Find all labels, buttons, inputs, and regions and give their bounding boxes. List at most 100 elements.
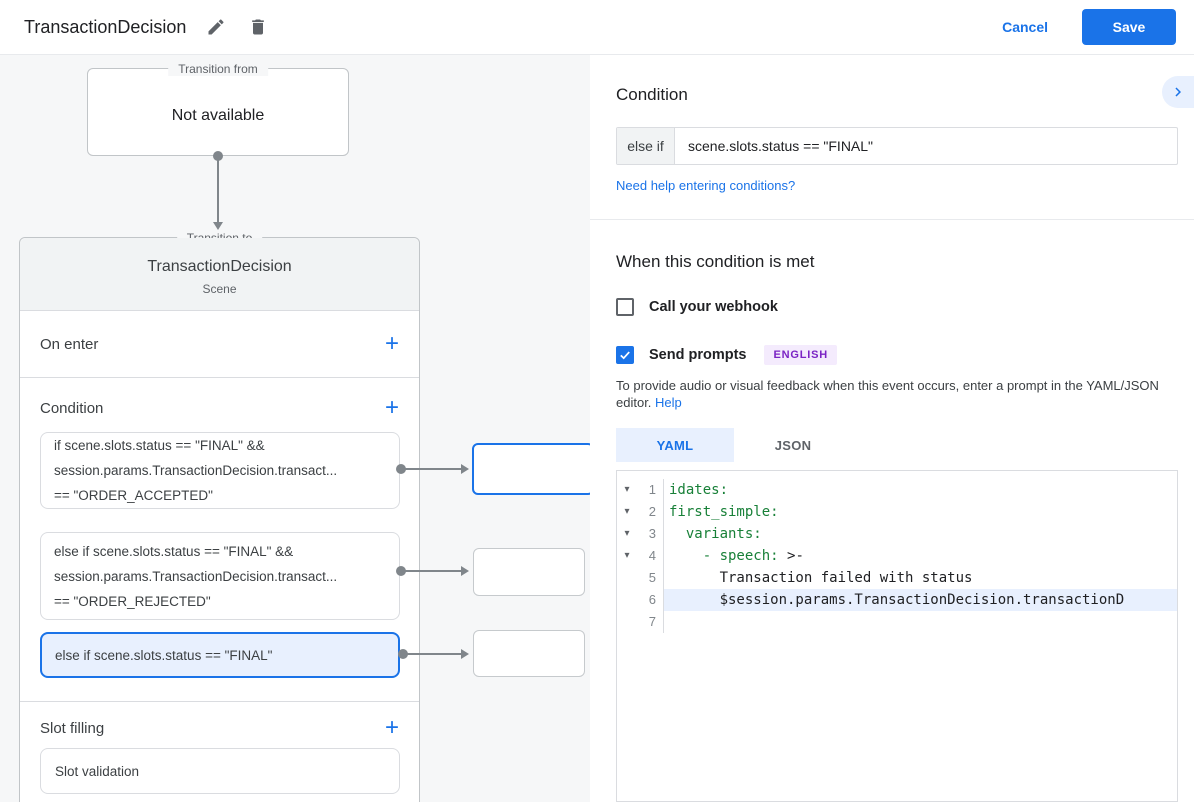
top-bar: TransactionDecision Cancel Save [0, 0, 1194, 55]
code-line[interactable]: variants: [663, 523, 1177, 545]
transition-target-node[interactable] [473, 548, 585, 596]
condition-card[interactable]: else if scene.slots.status == "FINAL" [40, 632, 400, 678]
tab-yaml[interactable]: YAML [616, 428, 734, 462]
yaml-text-token [669, 548, 703, 564]
line-number: 5 [648, 570, 656, 585]
condition-expression-value[interactable]: scene.slots.status == "FINAL" [688, 138, 874, 154]
when-condition-heading: When this condition is met [616, 252, 815, 271]
yaml-text-token: $session.params.TransactionDecision.tran… [669, 592, 1125, 608]
arrow-down-icon [213, 222, 223, 230]
collapse-panel-button[interactable] [1162, 76, 1194, 108]
help-link[interactable]: Help [655, 395, 682, 410]
condition-expression-field[interactable]: else if scene.slots.status == "FINAL" [616, 127, 1178, 165]
editor-tabs: YAML JSON [616, 428, 1178, 462]
yaml-key-token: speech: [719, 548, 779, 564]
add-on-enter-button[interactable]: + [384, 330, 399, 357]
code-line[interactable]: first_simple: [663, 501, 1177, 523]
slot-validation-card[interactable]: Slot validation [40, 748, 400, 794]
transition-from-box: Transition from Not available [87, 62, 349, 156]
condition-card-line: if scene.slots.status == "FINAL" && [54, 438, 265, 453]
connector-dot [396, 566, 406, 576]
connector-line [217, 156, 219, 222]
transition-to-box: Transition to TransactionDecision Scene … [19, 231, 420, 802]
slot-filling-label: Slot filling [40, 719, 105, 737]
condition-card-line: == "ORDER_ACCEPTED" [54, 488, 213, 503]
send-prompts-row: Send prompts ENGLISH [616, 345, 1178, 365]
fold-toggle-icon[interactable]: ▾ [624, 484, 630, 495]
on-enter-row[interactable]: On enter + [20, 311, 419, 378]
connector-line [405, 570, 461, 572]
page-title: TransactionDecision [24, 16, 187, 37]
prompt-description: To provide audio or visual feedback when… [616, 377, 1182, 411]
editor-line: 6 $session.params.TransactionDecision.tr… [617, 589, 1177, 611]
code-line[interactable] [663, 611, 1177, 633]
scene-name: TransactionDecision [147, 258, 292, 275]
line-number: 1 [648, 482, 656, 497]
chevron-right-icon [1175, 87, 1181, 97]
arrow-right-icon [461, 649, 469, 659]
condition-section-label: Condition [40, 399, 104, 417]
tab-json[interactable]: JSON [774, 437, 812, 453]
code-line[interactable]: $session.params.TransactionDecision.tran… [663, 589, 1177, 611]
check-icon [620, 351, 630, 360]
connector-dot [396, 464, 406, 474]
webhook-row: Call your webhook [616, 298, 1178, 316]
condition-section-row: Condition + [20, 392, 419, 424]
condition-card-line: else if scene.slots.status == "FINAL" && [54, 543, 294, 559]
line-number: 4 [648, 548, 656, 563]
slot-filling-row: Slot filling + [20, 712, 419, 744]
editor-line: ▾ 1 idates: [617, 479, 1177, 501]
add-condition-button[interactable]: + [384, 394, 399, 421]
editor-line: ▾ 4 - speech: >- [617, 545, 1177, 567]
connector-dot [398, 649, 408, 659]
fold-toggle-icon[interactable]: ▾ [624, 528, 630, 539]
arrow-right-icon [461, 464, 469, 474]
divider [20, 701, 419, 702]
prompt-description-text: To provide audio or visual feedback when… [616, 378, 1159, 410]
condition-prefix: else if [617, 128, 675, 164]
delete-scene-button[interactable] [246, 15, 270, 39]
yaml-text-token: >- [778, 548, 804, 564]
cancel-button[interactable]: Cancel [1002, 19, 1048, 35]
scene-header: TransactionDecision Scene [20, 238, 419, 311]
line-number: 3 [648, 526, 656, 541]
pencil-icon [208, 19, 224, 35]
condition-heading: Condition [616, 85, 688, 104]
condition-card[interactable]: if scene.slots.status == "FINAL" && sessi… [40, 432, 400, 509]
yaml-key-token: - [702, 548, 720, 564]
transition-target-node[interactable] [472, 443, 594, 495]
add-slot-button[interactable]: + [384, 714, 399, 741]
call-webhook-checkbox[interactable] [616, 298, 634, 316]
condition-card-line: else if scene.slots.status == "FINAL" [55, 647, 273, 663]
condition-help-link[interactable]: Need help entering conditions? [616, 178, 796, 193]
condition-card-line: session.params.TransactionDecision.trans… [54, 568, 338, 584]
transition-target-node[interactable] [473, 630, 585, 677]
save-button[interactable]: Save [1082, 9, 1176, 45]
fold-spacer [617, 611, 637, 633]
condition-card[interactable]: else if scene.slots.status == "FINAL" &&… [40, 532, 400, 620]
scene-type: Scene [202, 282, 237, 296]
code-line[interactable]: - speech: >- [663, 545, 1177, 567]
send-prompts-checkbox[interactable] [616, 346, 634, 364]
connector-line [407, 653, 461, 655]
transition-from-legend: Transition from [168, 62, 268, 76]
connector-line [405, 468, 461, 470]
yaml-key-token: idates: [669, 482, 729, 498]
code-line[interactable]: Transaction failed with status [663, 567, 1177, 589]
condition-detail-panel: Condition else if scene.slots.status == … [590, 55, 1194, 802]
scene-diagram: Transition from Not available Transition… [0, 55, 594, 802]
fold-toggle-icon[interactable]: ▾ [624, 506, 630, 517]
line-number: 6 [648, 592, 656, 607]
code-line[interactable]: idates: [663, 479, 1177, 501]
yaml-key-token: first_simple: [669, 504, 779, 520]
editor-line: 5 Transaction failed with status [617, 567, 1177, 589]
edit-scene-button[interactable] [204, 15, 228, 39]
on-enter-label: On enter [40, 335, 99, 353]
condition-card-line: session.params.TransactionDecision.trans… [54, 463, 338, 478]
editor-line: 7 [617, 611, 1177, 633]
fold-toggle-icon[interactable]: ▾ [624, 550, 630, 561]
arrow-right-icon [461, 566, 469, 576]
